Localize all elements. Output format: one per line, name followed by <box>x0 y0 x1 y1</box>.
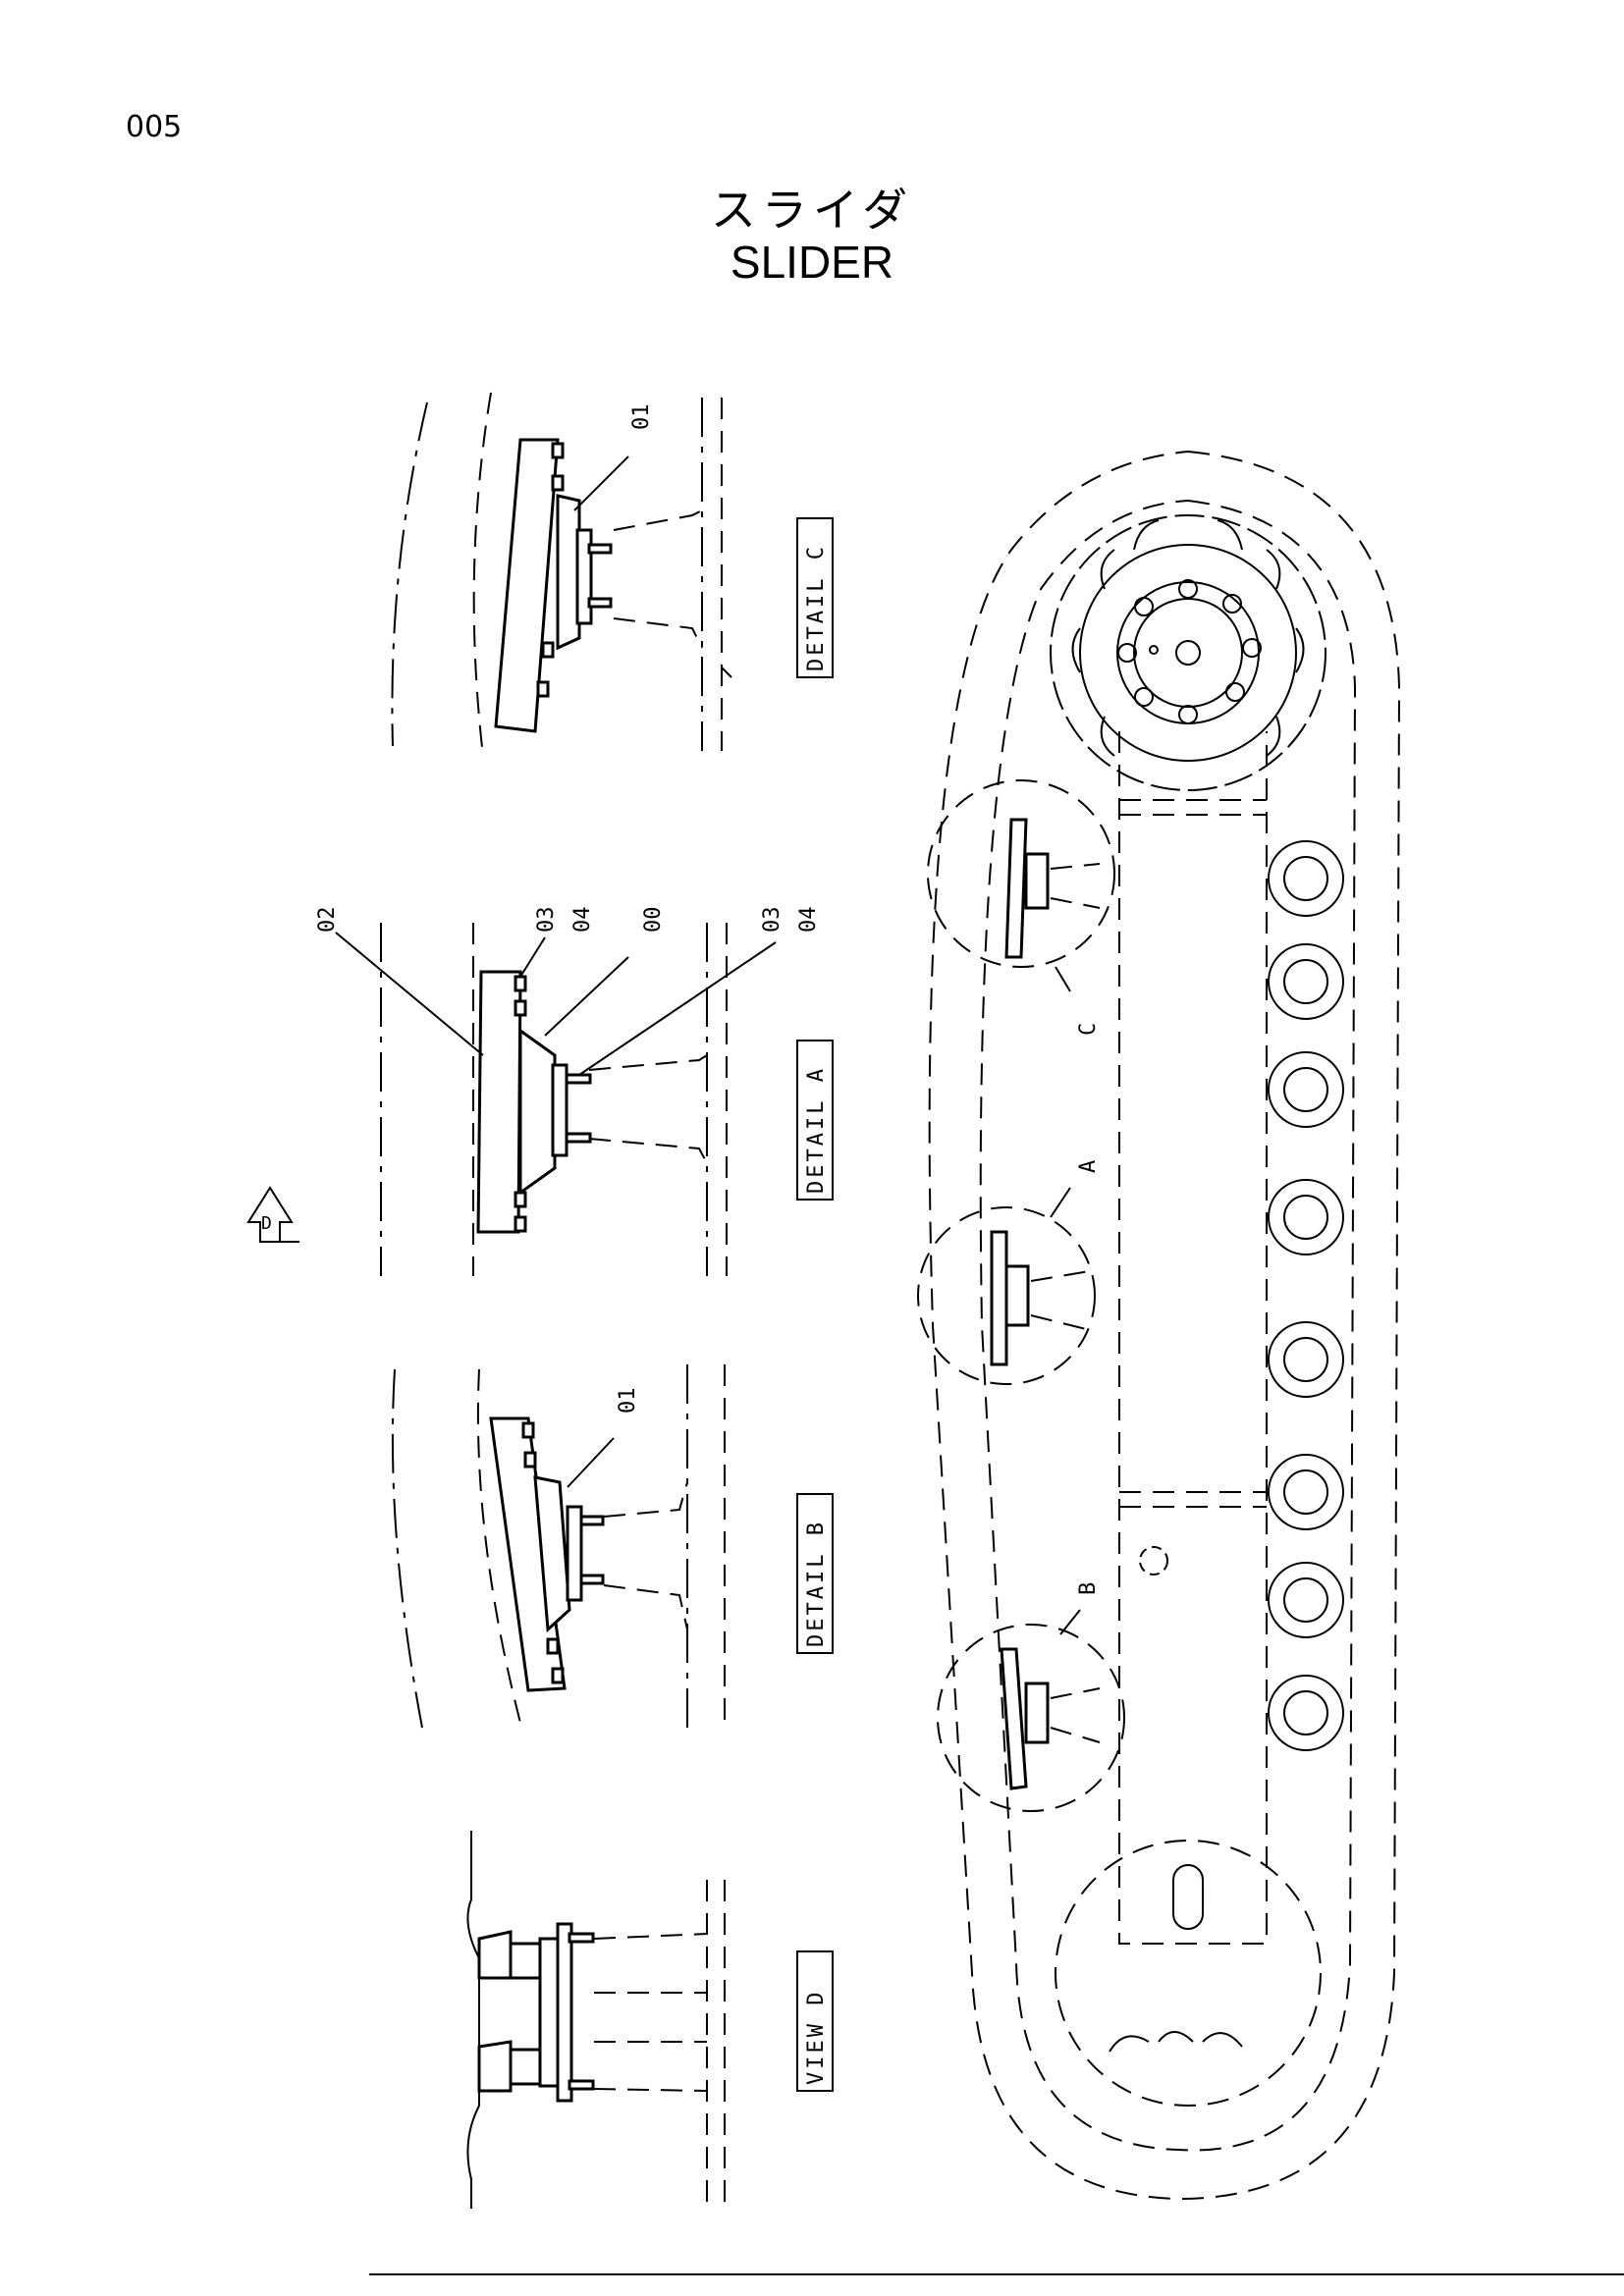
view-d-label: VIEW D <box>804 1990 829 2085</box>
detail-c-label: DETAIL C <box>804 544 829 671</box>
detail-b-label: DETAIL B <box>804 1520 829 1647</box>
overview-marker-c: C <box>1076 1023 1101 1036</box>
detail-a-view: 02 03 04 00 03 04 DETAIL A <box>315 907 834 1276</box>
overview-slider-c: C <box>927 779 1115 1036</box>
overview-marker-b: B <box>1076 1582 1101 1595</box>
overview-marker-a: A <box>1076 1160 1101 1173</box>
detail-b-view: 01 DETAIL B <box>391 1364 834 1729</box>
detail-b-part-01: 01 <box>616 1388 640 1415</box>
detail-b-bolts <box>521 1421 605 1684</box>
view-d-arrow: D <box>246 1186 299 1243</box>
idler-wheel <box>1055 1840 1322 2107</box>
detail-c-part-01: 01 <box>629 404 654 431</box>
view-d-bolts <box>568 1932 595 2091</box>
detail-a-part-03b: 03 <box>760 907 785 934</box>
detail-c-bolts <box>536 442 613 698</box>
page-number: 005 <box>126 110 183 144</box>
track-rollers <box>1268 840 1344 1751</box>
bottom-rule <box>369 2273 1624 2275</box>
overview-slider-a: A <box>917 1160 1101 1385</box>
view-d-arrow-letter: D <box>261 1213 272 1234</box>
sprocket-wheel <box>1050 514 1326 791</box>
detail-c-view: 01 DETAIL C <box>391 392 834 757</box>
detail-a-part-04b: 04 <box>796 907 821 934</box>
track-overview: C A B <box>917 450 1401 2201</box>
detail-a-part-03: 03 <box>534 907 559 934</box>
view-d: VIEW D <box>466 1831 834 2209</box>
detail-a-part-04: 04 <box>570 907 595 934</box>
overview-slider-b: B <box>937 1582 1125 1812</box>
title-english: SLIDER <box>730 237 894 288</box>
detail-a-part-00: 00 <box>641 907 666 934</box>
title-japanese: スライダ <box>710 184 914 237</box>
detail-a-label: DETAIL A <box>804 1066 829 1194</box>
detail-a-part-02: 02 <box>315 907 340 934</box>
